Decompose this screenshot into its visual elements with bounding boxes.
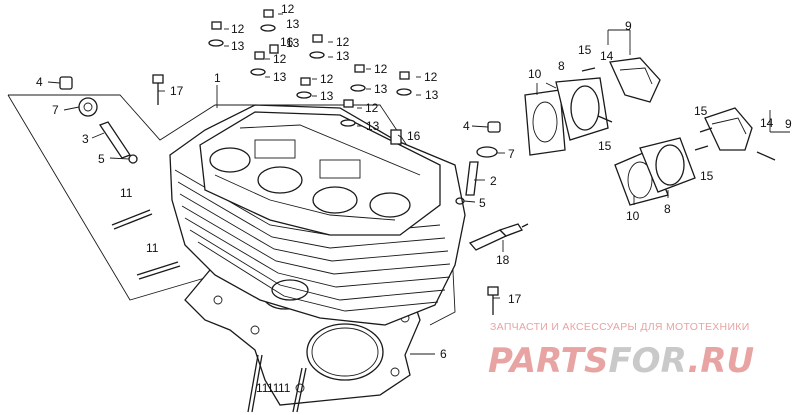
callout-11-e: 11 <box>278 381 291 395</box>
watermark-brand: PARTSFOR.RU <box>488 341 754 381</box>
watermark-brand-parts: PARTS <box>488 341 608 381</box>
callout-13-e: 13 <box>320 89 334 103</box>
callout-13-d: 13 <box>273 70 287 84</box>
callout-13-h: 13 <box>366 119 380 133</box>
callout-16-mid: 16 <box>407 129 421 143</box>
callout-12-h: 12 <box>365 101 379 115</box>
callout-5-right: 5 <box>479 196 486 210</box>
callout-3: 3 <box>82 132 89 146</box>
studs <box>111 209 307 413</box>
callout-16-top: 16 <box>280 35 294 49</box>
group-brackets <box>7 94 456 326</box>
callout-10-upper: 10 <box>528 67 542 81</box>
callout-15-c: 15 <box>694 104 708 118</box>
callout-17-lower: 17 <box>508 292 522 306</box>
callout-10-lower: 10 <box>626 209 640 223</box>
callout-12-b: 12 <box>281 2 295 16</box>
callout-13-g: 13 <box>425 88 439 102</box>
callout-12-d: 12 <box>273 52 287 66</box>
callout-15-a: 15 <box>578 43 592 57</box>
left-small-parts <box>59 74 499 315</box>
spark-plug <box>468 223 529 251</box>
watermark-subtitle: ЗАПЧАСТИ И АКСЕССУАРЫ ДЛЯ МОТОТЕХНИКИ <box>490 321 750 333</box>
callout-4-left: 4 <box>36 75 43 89</box>
callout-14-upper: 14 <box>600 49 614 63</box>
callout-13-c: 13 <box>336 49 350 63</box>
callout-11-d: 11 <box>267 381 280 395</box>
callout-13-f: 13 <box>374 82 388 96</box>
callout-11-c: 11 <box>256 381 269 395</box>
callout-7-left: 7 <box>52 103 59 117</box>
callout-15-d: 15 <box>700 169 714 183</box>
callout-12-g: 12 <box>424 70 438 84</box>
nuts-washers <box>208 9 412 145</box>
callout-14-lower: 14 <box>760 116 774 130</box>
callout-17-upper: 17 <box>170 84 184 98</box>
callout-12-e: 12 <box>320 72 334 86</box>
callout-6: 6 <box>440 347 447 361</box>
callout-13-b: 13 <box>286 17 300 31</box>
callout-8-lower: 8 <box>664 202 671 216</box>
callout-15-b: 15 <box>598 139 612 153</box>
callout-2: 2 <box>490 174 497 188</box>
callout-12-a: 12 <box>231 22 245 36</box>
callout-1: 1 <box>214 71 221 85</box>
intake-set-upper <box>524 57 661 156</box>
callout-13-a: 13 <box>231 39 245 53</box>
callout-5-left: 5 <box>98 152 105 166</box>
callout-4-right: 4 <box>463 119 470 133</box>
right-valve-parts <box>455 121 501 205</box>
callout-12-f: 12 <box>374 62 388 76</box>
intake-set-lower <box>614 107 776 206</box>
callout-dashes <box>224 13 421 127</box>
callout-7-right: 7 <box>508 147 515 161</box>
watermark-brand-ru: .RU <box>687 341 754 381</box>
callout-11-a: 11 <box>120 186 133 200</box>
callout-12-c: 12 <box>336 35 350 49</box>
watermark: ЗАПЧАСТИ И АКСЕССУАРЫ ДЛЯ МОТОТЕХНИКИ PA… <box>488 321 754 381</box>
callout-9-upper: 9 <box>625 19 632 33</box>
callout-18: 18 <box>496 253 510 267</box>
callouts: 1 2 3 4 4 5 5 6 7 7 8 8 9 9 10 10 11 11 … <box>36 2 792 395</box>
callout-8-upper: 8 <box>558 59 565 73</box>
callout-11-b: 11 <box>146 241 159 255</box>
cylinder-head <box>169 104 466 326</box>
callout-9-lower: 9 <box>785 117 792 131</box>
watermark-brand-for: FOR <box>608 341 687 381</box>
leader-lines <box>47 29 790 355</box>
callout-13-i: 13 <box>286 36 300 50</box>
